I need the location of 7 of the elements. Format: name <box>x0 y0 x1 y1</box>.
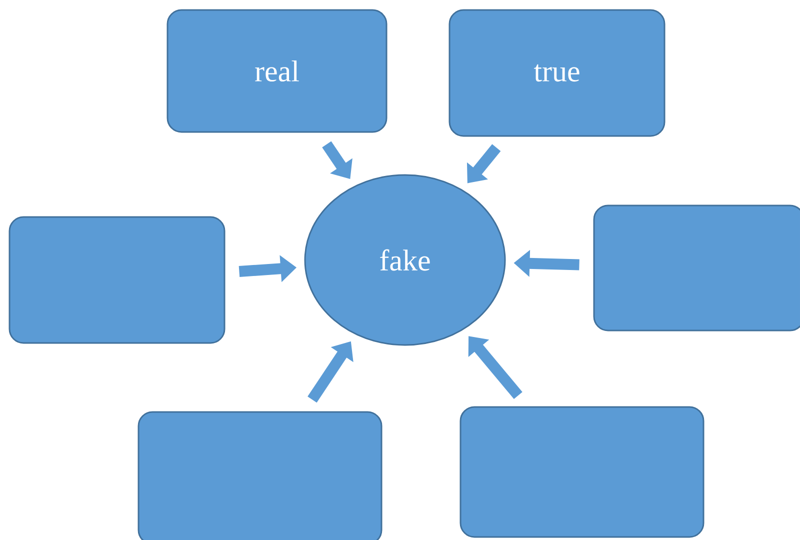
box: real <box>166 9 388 133</box>
block-arrow <box>468 336 522 400</box>
box <box>593 204 800 332</box>
box <box>138 411 382 540</box>
box: true <box>448 9 666 137</box>
box <box>460 406 704 538</box>
box <box>8 216 226 344</box>
